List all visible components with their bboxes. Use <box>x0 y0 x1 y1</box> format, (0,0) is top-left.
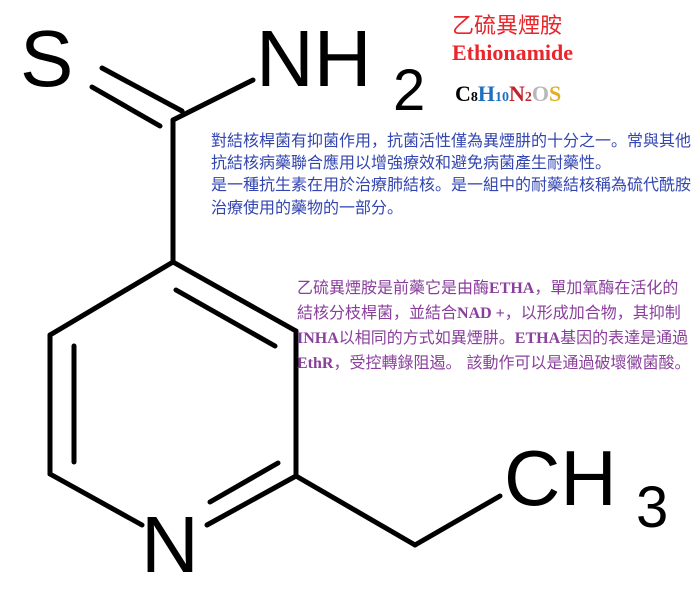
atom-amine: NH <box>256 14 372 103</box>
term-nad: NAD + <box>457 305 505 322</box>
bond-c-s-double-2 <box>99 65 185 114</box>
formula-element-s: S <box>549 81 562 106</box>
bond-ring-c5-c4 <box>47 259 176 338</box>
description-blue-paragraph-1: 對結核桿菌有抑菌作用，抗菌活性僅為異煙肼的十分之一。常與其他抗結核病藥聯合應用以… <box>211 131 692 173</box>
formula-element-o: O <box>531 81 550 106</box>
atom-methyl: CH <box>504 434 617 522</box>
bond-ring-c4-c3 <box>170 259 299 334</box>
term-etha-1: ETHA <box>489 280 535 297</box>
bond-ethyl-1 <box>293 473 418 548</box>
atom-amine-subscript: 2 <box>393 58 425 123</box>
purple-text-5: 基因的表達是通過 <box>560 328 689 347</box>
title-chinese: 乙硫異煙胺 <box>452 14 563 39</box>
bond-c-n-amine <box>170 77 256 123</box>
bond-ring-n-c6 <box>47 471 145 528</box>
purple-text-2: ，單加氧酶在活化的結核分枝桿菌，並結合 <box>297 278 679 322</box>
formula-count-c: 8 <box>470 90 478 105</box>
atom-sulfur: S <box>20 14 73 103</box>
atom-ring-nitrogen: N <box>141 500 199 589</box>
description-purple: 乙硫異煙胺是前藥它是由酶ETHA，單加氧酶在活化的結核分枝桿菌，並結合NAD +… <box>297 276 691 376</box>
formula-element-h: H <box>477 81 496 106</box>
bond-ring-inner-3 <box>207 460 281 505</box>
bond-c-s-double-1 <box>89 84 163 129</box>
description-blue: 對結核桿菌有抑菌作用，抗菌活性僅為異煙肼的十分之一。常與其他抗結核病藥聯合應用以… <box>211 130 697 219</box>
term-inha: INHA <box>297 330 339 347</box>
purple-text-6: ，受控轉錄阻遏。 該動作可以是通過破壞黴菌酸。 <box>333 353 691 372</box>
molecular-formula: C8H10N2OS <box>455 83 561 105</box>
atom-methyl-subscript: 3 <box>636 475 668 540</box>
bond-ethyl-2 <box>412 493 503 548</box>
term-etha-2: ETHA <box>514 330 561 347</box>
formula-element-n: N <box>509 81 525 106</box>
formula-count-n: 2 <box>524 90 532 105</box>
formula-count-h: 10 <box>495 90 510 105</box>
purple-text-3: ，以形成加合物，其抑制 <box>504 303 681 322</box>
purple-text-1: 乙硫異煙胺是前藥它是由酶 <box>297 278 490 297</box>
purple-text-4: 以相同的方式如異煙肼。 <box>338 328 515 347</box>
bond-ring-c2-n <box>204 473 299 528</box>
description-blue-paragraph-2: 是一種抗生素在用於治療肺結核。是一組中的耐藥結核稱為硫代酰胺治療使用的藥物的一部… <box>211 175 692 217</box>
formula-element-c: C <box>455 81 471 106</box>
bond-ring-inner-2 <box>173 287 278 349</box>
title-english: Ethionamide <box>452 40 574 65</box>
term-ethr: EthR <box>297 355 334 372</box>
